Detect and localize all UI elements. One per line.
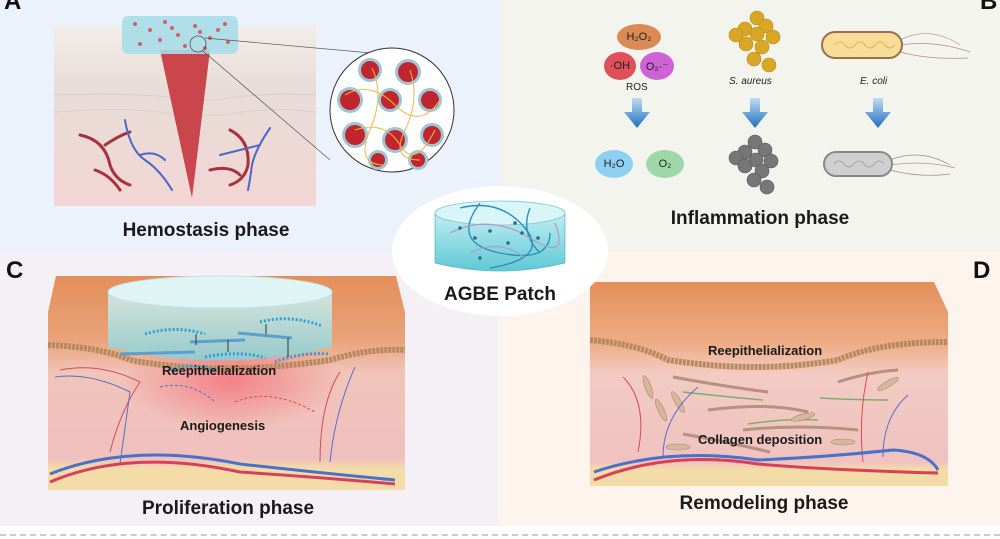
caption-remodeling: Remodeling phase	[679, 493, 849, 514]
transform-arrows	[624, 10, 971, 195]
panel-inflammation: B H₂O₂ ·OH O₂·⁻ ROS	[500, 0, 1000, 252]
capillaries	[54, 366, 356, 465]
collagen-fibers	[672, 368, 899, 454]
wound-wedge	[160, 50, 210, 198]
e-coli-dead	[823, 151, 956, 177]
panel-label-b: B	[980, 0, 998, 15]
magnify-origin	[189, 35, 207, 53]
hydroxyl-radical-molecule: ·OH	[604, 52, 636, 80]
bottom-dashed-divider	[0, 534, 1000, 536]
annotation-angiogenesis: Angiogenesis	[180, 418, 266, 433]
panel-label-c: C	[6, 257, 24, 284]
backbone-strands	[119, 331, 293, 356]
main-artery	[49, 460, 396, 486]
agbe-patch-icon	[434, 200, 566, 272]
veins-right	[219, 127, 271, 191]
veins-left	[124, 119, 173, 191]
s-aureus-live	[728, 10, 781, 73]
oxygen-molecule: O₂	[646, 150, 684, 178]
polymer-network	[459, 202, 551, 269]
annotation-reepithelialization-c: Reepithelialization	[162, 363, 277, 378]
ros-label: ROS	[626, 82, 648, 93]
crosslinks	[195, 324, 289, 357]
panel-label-a: A	[4, 0, 22, 15]
fibrin-network	[344, 67, 441, 166]
caption-hemostasis: Hemostasis phase	[122, 220, 290, 241]
s-aureus-arrow-icon	[742, 98, 768, 128]
annotation-collagen-deposition: Collagen deposition	[698, 432, 823, 447]
epidermis-layer	[589, 337, 949, 370]
epidermis-layer	[47, 342, 406, 372]
main-vein	[593, 448, 940, 474]
hemostasis-illustration	[53, 16, 455, 206]
panel-hemostasis: A	[0, 0, 500, 252]
e-coli-label: E. coli	[860, 76, 888, 87]
ros-arrow-icon	[624, 98, 650, 128]
remodeling-illustration	[589, 282, 949, 486]
s-aureus-label: S. aureus	[729, 76, 772, 87]
water-molecule: H₂O	[595, 150, 633, 178]
main-vein	[49, 453, 396, 482]
skin-block	[590, 282, 948, 486]
nanoparticles	[458, 221, 540, 260]
h2o2-molecule: H₂O₂	[617, 24, 661, 50]
patch-top-surface	[107, 275, 333, 309]
superoxide-molecule: O₂·⁻	[640, 52, 674, 80]
fibroblasts	[642, 375, 899, 451]
caption-inflammation: Inflammation phase	[670, 208, 850, 229]
panel-label-d: D	[973, 257, 991, 284]
main-artery	[593, 458, 939, 482]
panel-proliferation: C	[0, 252, 498, 526]
e-coli-arrow-icon	[865, 98, 891, 128]
caption-proliferation: Proliferation phase	[141, 498, 315, 519]
proliferation-illustration	[47, 275, 406, 490]
arteries-right	[208, 128, 250, 187]
s-aureus-dead	[728, 134, 779, 195]
blood-cells-in-patch	[133, 20, 230, 50]
annotation-reepithelialization-d: Reepithelialization	[708, 343, 823, 358]
agbe-patch-cylinder	[108, 292, 332, 361]
panel-remodeling: D	[498, 252, 1000, 526]
agbe-patch-title: AGBE Patch	[444, 284, 556, 305]
polymer-chains	[144, 317, 331, 372]
e-coli-live	[821, 31, 971, 59]
